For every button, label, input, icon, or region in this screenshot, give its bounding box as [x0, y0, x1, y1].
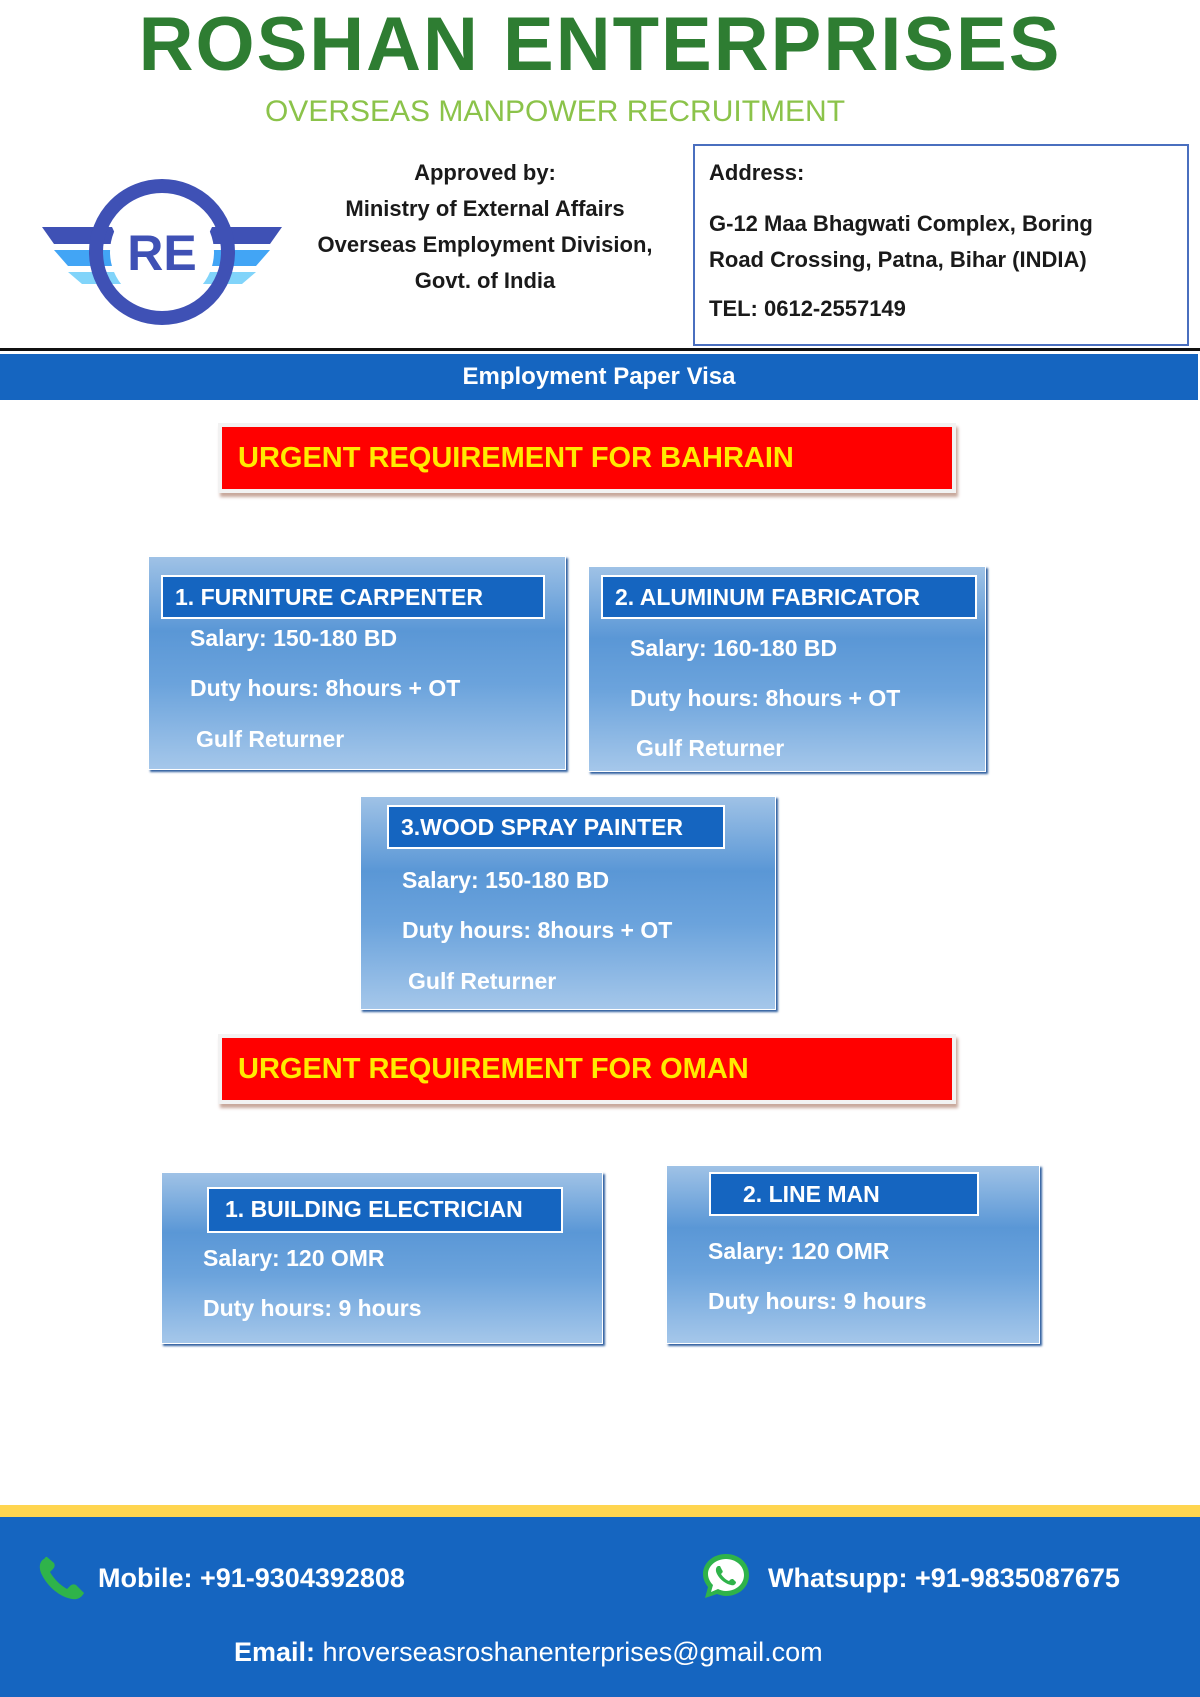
approver-line: Ministry of External Affairs — [345, 196, 625, 221]
address-box: Address: G-12 Maa Bhagwati Complex, Bori… — [693, 144, 1189, 346]
company-logo: RE — [42, 172, 282, 332]
approval-block: Approved by: Ministry of External Affair… — [290, 155, 680, 299]
address-line: Road Crossing, Patna, Bihar (INDIA) — [709, 247, 1087, 272]
footer-stripe — [0, 1505, 1200, 1517]
oman-heading: URGENT REQUIREMENT FOR OMAN — [218, 1034, 956, 1104]
job-salary: Salary: 120 OMR — [708, 1238, 890, 1264]
email-line: Email: hroverseasroshanenterprises@gmail… — [234, 1634, 823, 1670]
job-title: 1. BUILDING ELECTRICIAN — [207, 1187, 563, 1233]
approved-by-label: Approved by: — [414, 160, 556, 185]
approver-line: Govt. of India — [414, 268, 556, 293]
approver-line: Overseas Employment Division, — [317, 232, 653, 257]
email-address[interactable]: hroverseasroshanenterprises@gmail.com — [322, 1637, 823, 1667]
job-title: 2. ALUMINUM FABRICATOR — [601, 575, 977, 619]
job-title: 1. FURNITURE CARPENTER — [161, 575, 545, 619]
job-note: Gulf Returner — [196, 726, 345, 752]
job-title: 3.WOOD SPRAY PAINTER — [387, 805, 725, 849]
job-note: Gulf Returner — [636, 735, 785, 761]
job-duty-hours: Duty hours: 9 hours — [708, 1288, 927, 1314]
job-salary: Salary: 160-180 BD — [630, 635, 838, 661]
job-salary: Salary: 150-180 BD — [190, 625, 398, 651]
bahrain-heading: URGENT REQUIREMENT FOR BAHRAIN — [218, 423, 956, 493]
mobile-number[interactable]: Mobile: +91-9304392808 — [98, 1563, 405, 1593]
job-note: Gulf Returner — [408, 968, 557, 994]
company-name: ROSHAN ENTERPRISES — [138, 2, 1062, 87]
job-duty-hours: Duty hours: 8hours + OT — [190, 675, 461, 701]
job-salary: Salary: 150-180 BD — [402, 867, 610, 893]
telephone: TEL: 0612-2557149 — [709, 296, 906, 321]
job-duty-hours: Duty hours: 8hours + OT — [630, 685, 901, 711]
divider — [0, 348, 1200, 351]
whatsapp-icon — [698, 1551, 754, 1601]
logo-text: RE — [127, 225, 196, 281]
job-duty-hours: Duty hours: 8hours + OT — [402, 917, 673, 943]
whatsapp-number[interactable]: Whatsupp: +91-9835087675 — [768, 1563, 1120, 1593]
phone-icon — [36, 1555, 88, 1601]
tagline: OVERSEAS MANPOWER RECRUITMENT — [264, 95, 846, 128]
job-card: 1. BUILDING ELECTRICIAN Salary: 120 OMR … — [161, 1172, 603, 1344]
address-line: G-12 Maa Bhagwati Complex, Boring — [709, 211, 1093, 236]
job-salary: Salary: 120 OMR — [203, 1245, 385, 1271]
footer: Mobile: +91-9304392808 Whatsupp: +91-983… — [0, 1517, 1200, 1697]
job-card: 2. LINE MAN Salary: 120 OMR Duty hours: … — [666, 1165, 1040, 1344]
email-label: Email: — [234, 1637, 316, 1667]
job-card: 2. ALUMINUM FABRICATOR Salary: 160-180 B… — [588, 566, 986, 772]
job-duty-hours: Duty hours: 9 hours — [203, 1295, 422, 1321]
visa-type-bar: Employment Paper Visa — [0, 354, 1198, 400]
job-card: 1. FURNITURE CARPENTER Salary: 150-180 B… — [148, 556, 566, 770]
job-title: 2. LINE MAN — [709, 1172, 979, 1216]
job-card: 3.WOOD SPRAY PAINTER Salary: 150-180 BD … — [360, 796, 776, 1010]
address-label: Address: — [709, 160, 805, 185]
